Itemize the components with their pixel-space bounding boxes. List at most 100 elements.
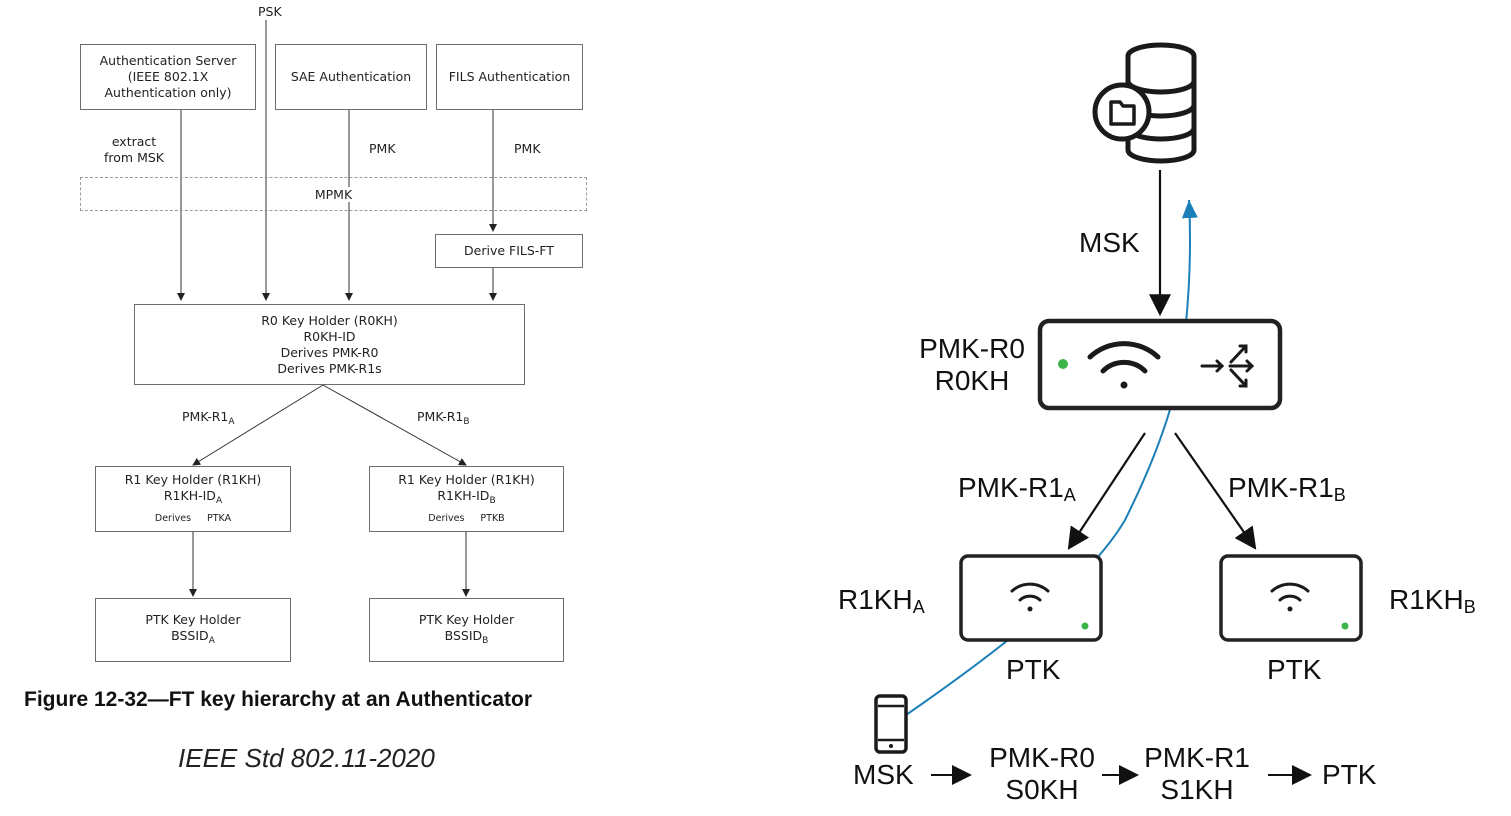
mpmk-box: MPMK xyxy=(80,177,587,211)
pmk-r1a-arrow xyxy=(1067,432,1146,550)
standard-reference: IEEE Std 802.11-2020 xyxy=(178,743,435,773)
r1a-id-sub: A xyxy=(215,495,223,506)
auth-server-line1: Authentication Server xyxy=(99,53,237,68)
r1b-derives-row: Derives PTKB xyxy=(428,511,504,527)
ptk-a-line1: PTK Key Holder xyxy=(145,611,241,627)
auth-server-line3: Authentication only) xyxy=(104,85,232,100)
chain-pmk-r1: PMK-R1 S1KH xyxy=(1137,742,1257,806)
r0-key-holder-box: R0 Key Holder (R0KH) R0KH-ID Derives PMK… xyxy=(134,304,525,385)
pmk-r1b-arrow xyxy=(1174,432,1257,550)
right-msk-label: MSK xyxy=(1079,227,1140,258)
r0-line1: R0 Key Holder (R0KH) xyxy=(261,312,398,328)
r1a-ptk: PTKA xyxy=(207,512,232,524)
ptk-a-bssid-sub: A xyxy=(208,635,215,646)
r1a-id-main: R1KH-ID xyxy=(163,487,216,503)
r1b-id: R1KH-IDB xyxy=(437,488,495,509)
r0-line4: Derives PMK-R1s xyxy=(277,360,382,376)
r1a-key-holder-box: R1 Key Holder (R1KH) R1KH-IDA Derives PTK… xyxy=(95,466,291,532)
chain-s1kh: S1KH xyxy=(1160,774,1234,805)
chain-pmk-r0: PMK-R0 S0KH xyxy=(982,742,1102,806)
left-pmk-r1b-sub: B xyxy=(463,417,470,427)
r1b-line1: R1 Key Holder (R1KH) xyxy=(398,471,535,487)
ptk-b-line1: PTK Key Holder xyxy=(418,611,515,627)
left-pmk-r1a-label: PMK-R1A xyxy=(182,409,235,430)
ptk-b-key-holder-box: PTK Key Holder BSSIDB xyxy=(369,598,564,662)
controller-line2: R0KH xyxy=(934,365,1010,396)
extract-line2: from MSK xyxy=(104,150,164,165)
right-pmk-r1b-label: PMK-R1B xyxy=(1228,472,1346,511)
database-icon xyxy=(1092,42,1197,164)
r1a-line1: R1 Key Holder (R1KH) xyxy=(124,471,262,487)
r1a-derives: Derives xyxy=(154,512,192,524)
extract-line1: extract xyxy=(111,134,157,149)
r1b-key-holder-box: R1 Key Holder (R1KH) R1KH-IDB Derives PTK… xyxy=(369,466,564,532)
ap-b-name-sub: B xyxy=(1463,597,1476,617)
pmk-fils-label: PMK xyxy=(514,141,541,156)
left-pmk-r1a-main: PMK-R1 xyxy=(182,409,229,424)
right-pmk-r1b-main: PMK-R1 xyxy=(1228,472,1334,503)
fils-auth-label: FILS Authentication xyxy=(448,69,571,84)
auth-server-box: Authentication Server (IEEE 802.1X Authe… xyxy=(80,44,256,110)
chain-ptk: PTK xyxy=(1322,759,1377,790)
pmk-sae-label: PMK xyxy=(369,141,396,156)
chain-pmk-r0-line1: PMK-R0 xyxy=(989,742,1095,773)
controller-wifi-icon xyxy=(1087,341,1161,389)
ap-a-wifi-icon xyxy=(1010,582,1050,612)
right-pmk-r1a-main: PMK-R1 xyxy=(958,472,1064,503)
r0-to-r1b-line xyxy=(322,384,467,466)
distribute-icon xyxy=(1200,344,1255,388)
ap-b-name: R1KHB xyxy=(1389,584,1476,623)
ap-b-box xyxy=(1219,554,1363,642)
chain-s0kh: S0KH xyxy=(1005,774,1079,805)
ap-b-led xyxy=(1341,622,1349,630)
sae-auth-label: SAE Authentication xyxy=(290,69,412,84)
ap-a-led xyxy=(1081,622,1089,630)
left-pmk-r1b-main: PMK-R1 xyxy=(417,409,464,424)
chain-pmk-r1-line1: PMK-R1 xyxy=(1144,742,1250,773)
ap-a-name-main: R1KH xyxy=(838,584,913,615)
psk-label: PSK xyxy=(258,4,282,19)
controller-led xyxy=(1058,359,1068,369)
ptk-b-bssid-sub: B xyxy=(482,635,489,646)
ap-a-name: R1KHA xyxy=(838,584,925,623)
r1b-derives: Derives xyxy=(428,512,465,524)
derive-fils-ft-box: Derive FILS-FT xyxy=(435,234,583,268)
r1b-id-main: R1KH-ID xyxy=(437,487,490,503)
ptk-a-bssid-main: BSSID xyxy=(171,627,209,643)
chain-msk: MSK xyxy=(853,759,914,790)
extract-label: extract from MSK xyxy=(98,134,170,166)
ap-b-ptk-label: PTK xyxy=(1267,654,1322,685)
r1b-ptk: PTKB xyxy=(480,512,505,524)
controller-line1: PMK-R0 xyxy=(919,333,1025,364)
derive-fils-ft-label: Derive FILS-FT xyxy=(464,243,554,258)
r0-to-r1a-line xyxy=(192,384,324,466)
ap-b-wifi-icon xyxy=(1270,582,1310,612)
r1a-id: R1KH-IDA xyxy=(164,488,222,509)
r1b-id-sub: B xyxy=(489,495,496,506)
r1a-derives-row: Derives PTKA xyxy=(155,511,231,527)
ptk-b-bssid: BSSIDB xyxy=(445,628,489,649)
left-pmk-r1a-sub: A xyxy=(228,417,235,427)
ap-b-name-main: R1KH xyxy=(1389,584,1464,615)
controller-box xyxy=(1037,318,1283,411)
ap-a-name-sub: A xyxy=(912,597,925,617)
r0-line3: Derives PMK-R0 xyxy=(280,344,379,360)
fils-auth-box: FILS Authentication xyxy=(436,44,583,110)
left-pmk-r1b-label: PMK-R1B xyxy=(417,409,470,430)
r0-line2: R0KH-ID xyxy=(303,328,356,344)
figure-caption: Figure 12-32—FT key hierarchy at an Auth… xyxy=(24,688,533,711)
ap-a-ptk-label: PTK xyxy=(1006,654,1061,685)
auth-server-line2: (IEEE 802.1X xyxy=(127,69,209,84)
controller-label: PMK-R0 R0KH xyxy=(912,333,1032,397)
phone-icon xyxy=(874,694,908,754)
ptk-a-bssid: BSSIDA xyxy=(171,628,215,649)
mpmk-label: MPMK xyxy=(312,186,355,202)
right-pmk-r1a-sub: A xyxy=(1063,485,1076,505)
ap-a-box xyxy=(959,554,1103,642)
right-pmk-r1b-sub: B xyxy=(1333,485,1346,505)
ptk-b-bssid-main: BSSID xyxy=(444,627,483,643)
ptk-a-key-holder-box: PTK Key Holder BSSIDA xyxy=(95,598,291,662)
sae-auth-box: SAE Authentication xyxy=(275,44,427,110)
right-pmk-r1a-label: PMK-R1A xyxy=(958,472,1076,511)
